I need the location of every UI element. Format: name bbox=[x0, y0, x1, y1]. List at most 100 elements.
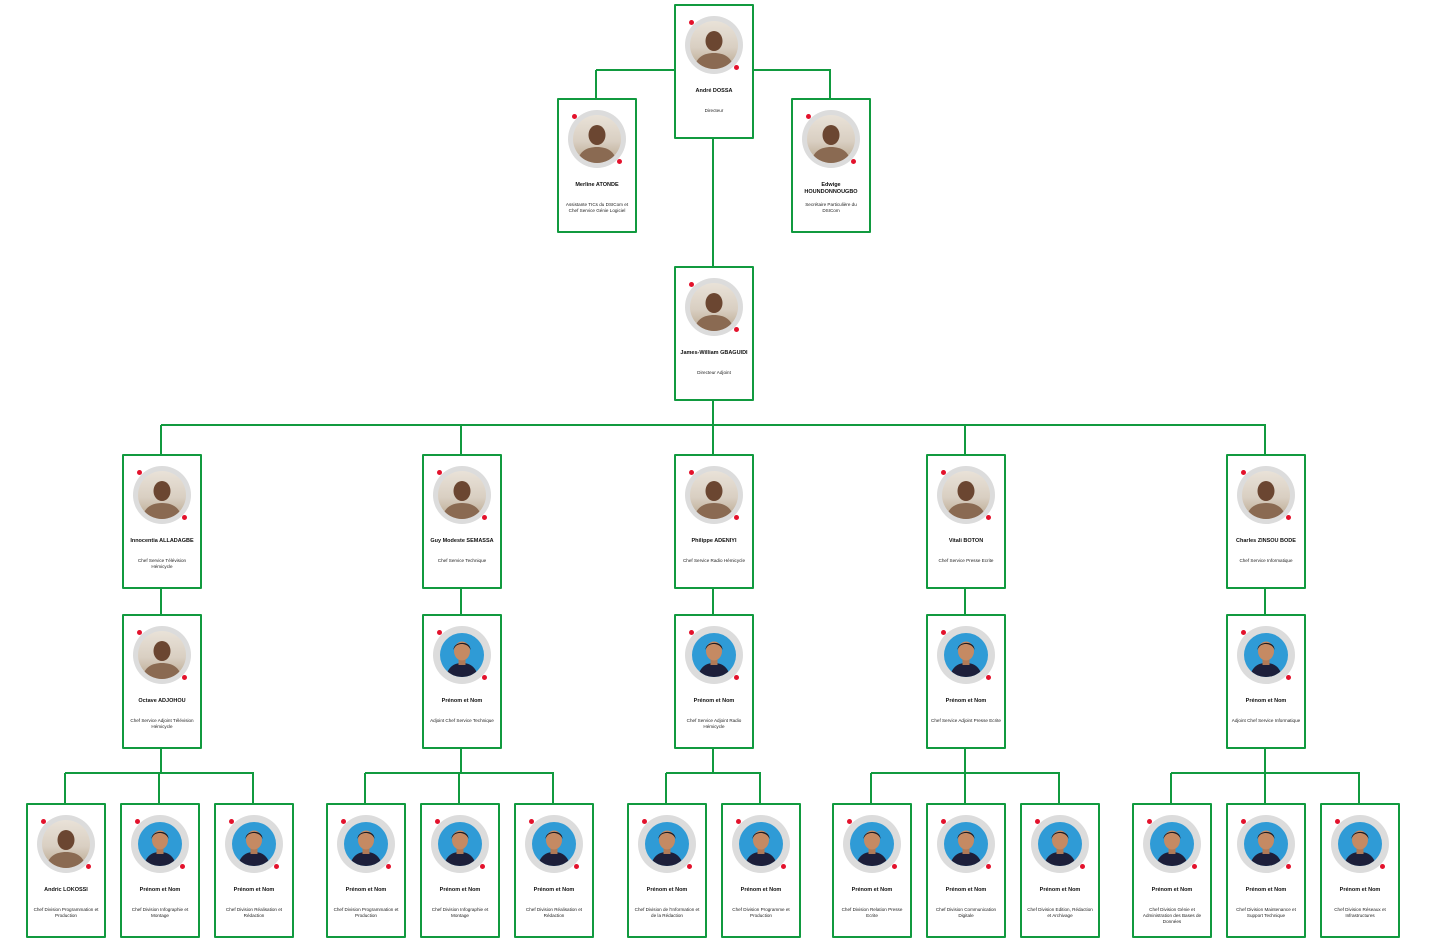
division-chief-card[interactable]: Prénom et Nom Chef Division Infographie … bbox=[120, 803, 200, 938]
connector-line bbox=[460, 587, 462, 614]
connector-line bbox=[1264, 747, 1266, 773]
red-dot-icon bbox=[941, 630, 946, 635]
connector-line bbox=[829, 70, 831, 98]
division-chief-card[interactable]: Prénom et Nom Chef Division Relation Pre… bbox=[832, 803, 912, 938]
red-dot-icon bbox=[1286, 864, 1291, 869]
red-dot-icon bbox=[137, 630, 142, 635]
red-dot-icon bbox=[851, 159, 856, 164]
connector-line bbox=[460, 747, 462, 773]
division-chief-card[interactable]: Prénom et Nom Chef Division Génie et Adm… bbox=[1132, 803, 1212, 938]
person-title: Chef Service Télévision Hémicycle bbox=[137, 558, 187, 569]
connector-line bbox=[252, 773, 254, 803]
red-dot-icon bbox=[734, 327, 739, 332]
avatar bbox=[802, 110, 860, 168]
connector-line bbox=[712, 425, 714, 454]
connector-line bbox=[158, 773, 160, 803]
person-name: Prénom et Nom bbox=[441, 698, 483, 704]
connector-line bbox=[712, 137, 714, 266]
division-chief-card[interactable]: Prénom et Nom Chef Division Communicatio… bbox=[926, 803, 1006, 938]
division-chief-card[interactable]: Prénom et Nom Chef Division Programmatio… bbox=[326, 803, 406, 938]
red-dot-icon bbox=[229, 819, 234, 824]
person-name: Charles ZINSOU BODE bbox=[1236, 538, 1296, 544]
avatar bbox=[1237, 626, 1295, 684]
deputy-director-card[interactable]: James-William GBAGUIDI Directeur Adjoint bbox=[674, 266, 754, 401]
avatar bbox=[685, 278, 743, 336]
red-dot-icon bbox=[137, 470, 142, 475]
red-dot-icon bbox=[781, 864, 786, 869]
person-name: Prénom et Nom bbox=[1039, 887, 1081, 893]
profile-photo bbox=[138, 631, 186, 679]
connector-line bbox=[870, 773, 872, 803]
placeholder-person-icon bbox=[532, 822, 576, 866]
service-adjoint-card[interactable]: Prénom et Nom Chef Service Adjoint Radio… bbox=[674, 614, 754, 749]
division-chief-card[interactable]: Prénom et Nom Chef Division Réalisation … bbox=[214, 803, 294, 938]
avatar bbox=[525, 815, 583, 873]
avatar bbox=[1031, 815, 1089, 873]
red-dot-icon bbox=[1147, 819, 1152, 824]
division-chief-card[interactable]: Prénom et Nom Chef Division Réalisation … bbox=[514, 803, 594, 938]
secretary-card[interactable]: Edwige HOUNDONNOUGBO Secrétaire Particul… bbox=[791, 98, 871, 233]
person-name: Prénom et Nom bbox=[439, 887, 481, 893]
placeholder-person-icon bbox=[692, 633, 736, 677]
service-adjoint-card[interactable]: Octave ADJOHOU Chef Service Adjoint Télé… bbox=[122, 614, 202, 749]
placeholder-person-icon bbox=[1038, 822, 1082, 866]
red-dot-icon bbox=[986, 864, 991, 869]
placeholder-person-icon bbox=[645, 822, 689, 866]
person-name: Prénom et Nom bbox=[945, 887, 987, 893]
connector-line bbox=[1358, 773, 1360, 803]
assistant-card[interactable]: Merline ATONDE Assistante TICs du DSICom… bbox=[557, 98, 637, 233]
service-chief-card[interactable]: Guy Modeste SEMASSA Chef Service Techniq… bbox=[422, 454, 502, 589]
red-dot-icon bbox=[689, 20, 694, 25]
person-name: Prénom et Nom bbox=[233, 887, 275, 893]
person-title: Chef Division Edition, Rédaction et Arch… bbox=[1027, 907, 1093, 918]
red-dot-icon bbox=[689, 282, 694, 287]
avatar bbox=[937, 626, 995, 684]
service-adjoint-card[interactable]: Prénom et Nom Adjoint Chef Service Techn… bbox=[422, 614, 502, 749]
person-name: Merline ATONDE bbox=[575, 182, 619, 188]
red-dot-icon bbox=[1035, 819, 1040, 824]
division-chief-card[interactable]: Prénom et Nom Chef Division Programme et… bbox=[721, 803, 801, 938]
red-dot-icon bbox=[529, 819, 534, 824]
connector-line bbox=[1058, 773, 1060, 803]
service-adjoint-card[interactable]: Prénom et Nom Adjoint Chef Service Infor… bbox=[1226, 614, 1306, 749]
division-chief-card[interactable]: Prénom et Nom Chef Division Infographie … bbox=[420, 803, 500, 938]
placeholder-person-icon bbox=[1150, 822, 1194, 866]
person-name: André DOSSA bbox=[695, 88, 733, 94]
person-name: Edwige HOUNDONNOUGBO bbox=[804, 182, 858, 195]
connector-line bbox=[712, 587, 714, 614]
placeholder-person-icon bbox=[438, 822, 482, 866]
director-card[interactable]: André DOSSA Directeur bbox=[674, 4, 754, 139]
profile-photo bbox=[807, 115, 855, 163]
connector-line bbox=[759, 773, 761, 803]
division-chief-card[interactable]: Prénom et Nom Chef Division Edition, Réd… bbox=[1020, 803, 1100, 938]
person-name: Prénom et Nom bbox=[1151, 887, 1193, 893]
person-name: Andric LOKOSSI bbox=[44, 887, 88, 893]
red-dot-icon bbox=[1380, 864, 1385, 869]
person-name: Prénom et Nom bbox=[646, 887, 688, 893]
division-chief-card[interactable]: Prénom et Nom Chef Division Réseaux et I… bbox=[1320, 803, 1400, 938]
service-adjoint-card[interactable]: Prénom et Nom Chef Service Adjoint Press… bbox=[926, 614, 1006, 749]
person-title: Chef Division Programme et Production bbox=[732, 907, 790, 918]
person-title: Chef Service Adjoint Télévision Hémicycl… bbox=[130, 718, 194, 729]
profile-photo bbox=[942, 471, 990, 519]
profile-photo bbox=[1242, 471, 1290, 519]
service-chief-card[interactable]: Charles ZINSOU BODE Chef Service Informa… bbox=[1226, 454, 1306, 589]
service-chief-card[interactable]: Philippe ADENIYI Chef Service Radio Hémi… bbox=[674, 454, 754, 589]
connector-line bbox=[964, 773, 966, 803]
connector-line bbox=[712, 399, 714, 425]
connector-line bbox=[160, 587, 162, 614]
person-name: Prénom et Nom bbox=[1339, 887, 1381, 893]
division-chief-card[interactable]: Prénom et Nom Chef Division Maintenance … bbox=[1226, 803, 1306, 938]
service-chief-card[interactable]: Innocentia ALLADAGBE Chef Service Télévi… bbox=[122, 454, 202, 589]
service-chief-card[interactable]: Vitali BOTON Chef Service Presse Ecrite bbox=[926, 454, 1006, 589]
red-dot-icon bbox=[1335, 819, 1340, 824]
person-name: Innocentia ALLADAGBE bbox=[130, 538, 194, 544]
avatar bbox=[843, 815, 901, 873]
division-chief-card[interactable]: Prénom et Nom Chef Division de l'Informa… bbox=[627, 803, 707, 938]
avatar bbox=[568, 110, 626, 168]
avatar bbox=[1237, 466, 1295, 524]
connector-line bbox=[712, 747, 714, 773]
person-title: Chef Division Maintenance et Support Tec… bbox=[1236, 907, 1296, 918]
division-chief-card[interactable]: Andric LOKOSSI Chef Division Programmati… bbox=[26, 803, 106, 938]
connector-line bbox=[1264, 425, 1266, 454]
